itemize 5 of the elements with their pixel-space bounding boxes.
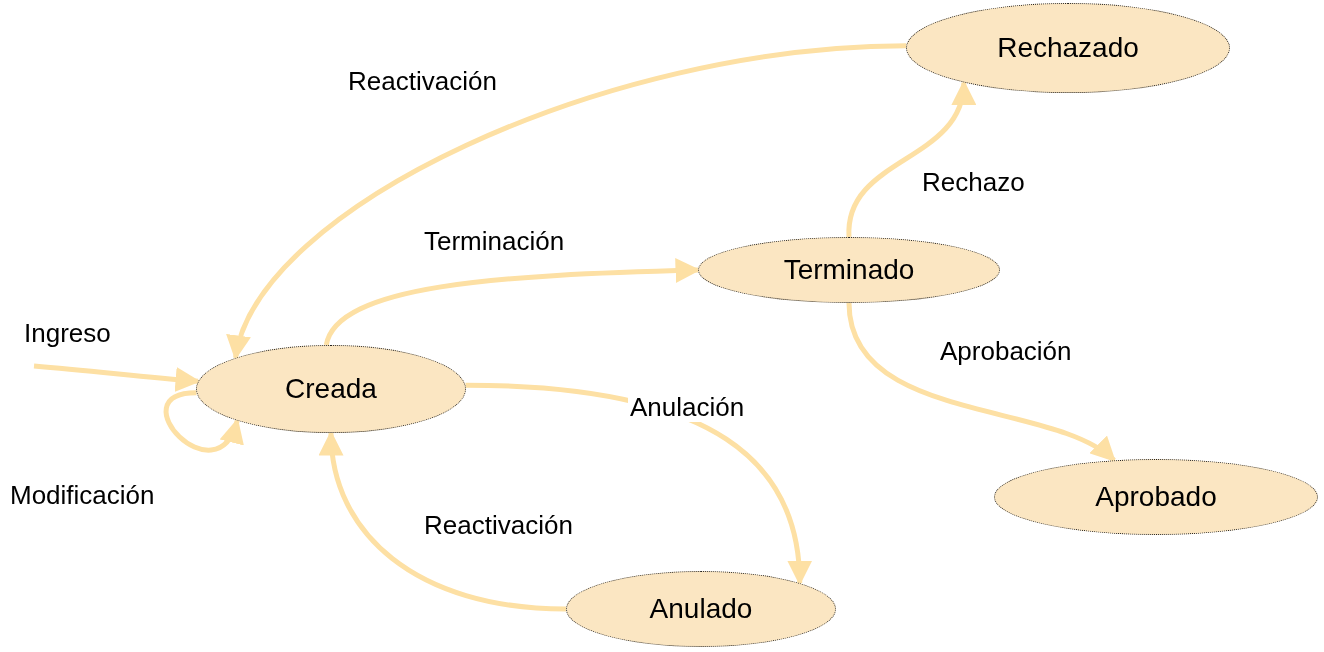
state-ellipse: Aprobado — [994, 459, 1318, 535]
state-ellipse: Creada — [196, 345, 466, 433]
arrow — [164, 390, 241, 453]
state-ellipse: Anulado — [566, 571, 836, 647]
state-ellipse: Rechazado — [906, 3, 1230, 93]
